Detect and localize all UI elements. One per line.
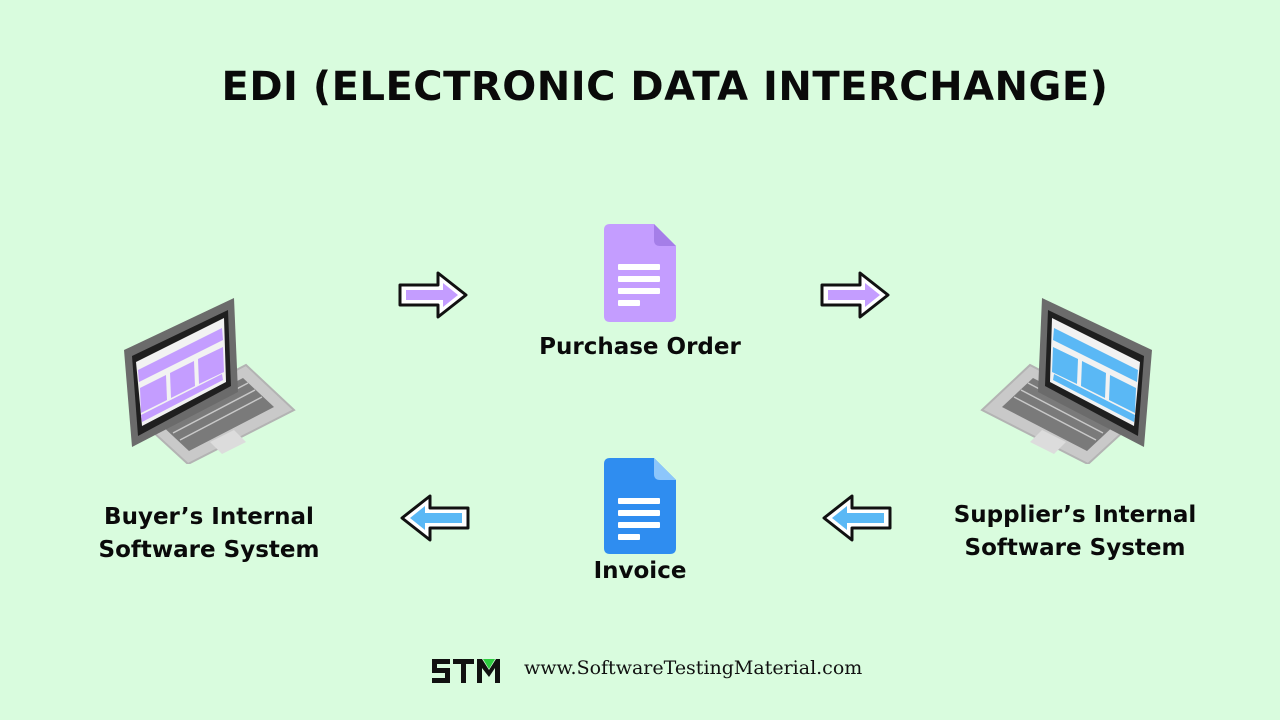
buyer-screen-header [138,328,223,382]
supplier-label-line2: Software System [964,535,1186,561]
stm-logo-icon [432,659,500,683]
arrow-right-icon [398,271,468,319]
arrow-right-icon [820,271,890,319]
website-url[interactable]: www.SoftwareTestingMaterial.com [524,657,863,679]
buyer-label-line2: Software System [98,537,320,563]
arrow-left-icon [400,494,470,542]
buyer-label: Buyer’s Internal Software System [78,501,340,567]
supplier-laptop-icon [980,298,1152,464]
invoice-label: Invoice [593,558,687,584]
buyer-laptop-icon [124,298,296,464]
supplier-label-line1: Supplier’s Internal [953,502,1197,528]
diagram-title: EDI (ELECTRONIC DATA INTERCHANGE) [221,64,1109,110]
purchase-order-document-icon [604,224,676,322]
buyer-label-line1: Buyer’s Internal [104,504,314,530]
purchase-order-label: Purchase Order [539,334,741,360]
invoice-document-icon [604,458,676,554]
arrow-left-icon [822,494,892,542]
supplier-label: Supplier’s Internal Software System [944,499,1206,565]
